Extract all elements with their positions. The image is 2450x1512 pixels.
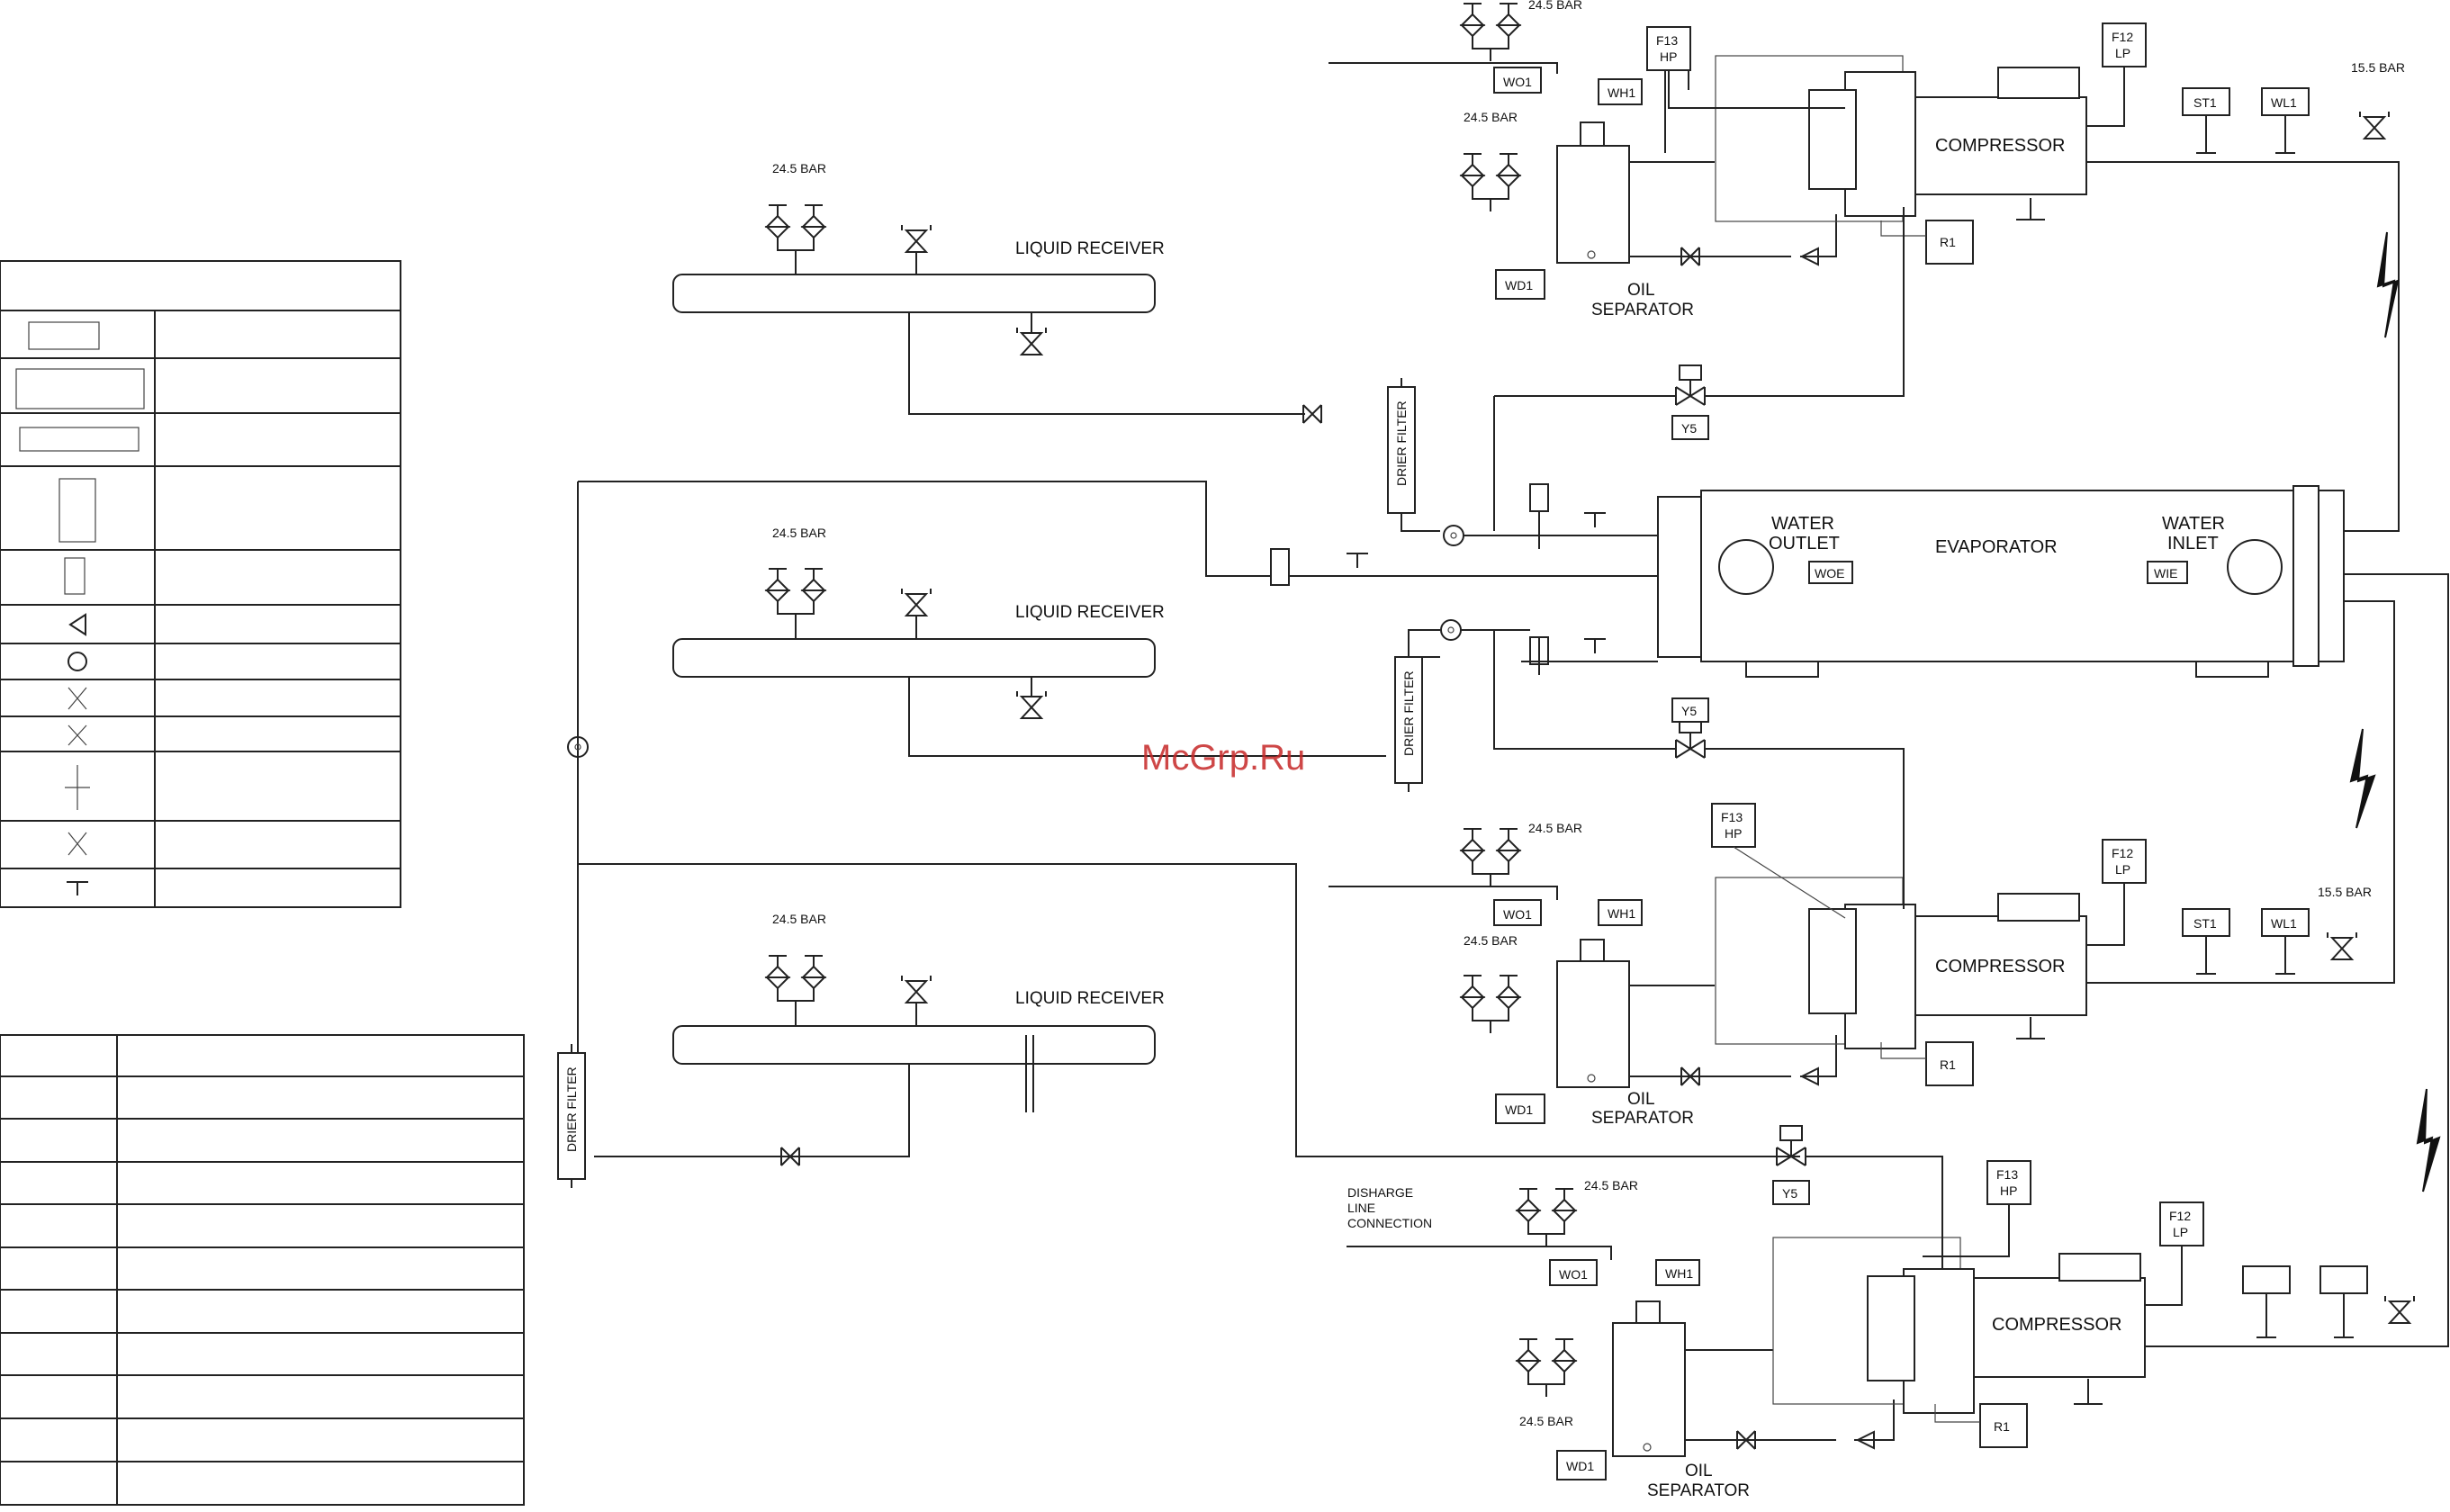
liquid-receiver-2: LIQUID RECEIVER 24.5 BAR bbox=[672, 526, 1386, 757]
separator-label: SEPARATOR bbox=[1591, 301, 1694, 320]
pressure-label: 24.5 BAR bbox=[1528, 821, 1582, 835]
pressure-label: 24.5 BAR bbox=[1519, 1414, 1573, 1428]
tag-r1: R1 bbox=[1940, 1058, 1956, 1072]
tag-f13: F13 bbox=[1721, 810, 1743, 824]
tag-wh1: WH1 bbox=[1608, 906, 1635, 921]
compressor-unit-3: DISHARGE LINE CONNECTION 24.5 BAR WO1 WH… bbox=[1347, 573, 2449, 1500]
tag-y5: Y5 bbox=[1681, 421, 1697, 436]
tag-f12: F12 bbox=[2112, 30, 2133, 44]
liquid-receiver-1: LIQUID RECEIVER 24.5 BAR bbox=[672, 161, 1305, 415]
compressor-label: COMPRESSOR bbox=[1935, 957, 2065, 976]
tag-f12: F12 bbox=[2112, 846, 2133, 860]
tag-hp: HP bbox=[2000, 1184, 2017, 1198]
evaporator: EVAPORATOR WATER OUTLET WATER INLET WOE … bbox=[1521, 483, 2345, 678]
tag-wl1: WL1 bbox=[2271, 916, 2297, 931]
pressure-label: 24.5 BAR bbox=[1464, 110, 1518, 124]
tag-wo1: WO1 bbox=[1559, 1267, 1588, 1282]
water-outlet-label-2: OUTLET bbox=[1769, 534, 1840, 554]
tag-f12: F12 bbox=[2169, 1209, 2191, 1223]
tag-hp: HP bbox=[1660, 50, 1677, 64]
tag-wie: WIE bbox=[2154, 566, 2177, 580]
compressor-label: COMPRESSOR bbox=[1935, 136, 2065, 156]
drier-filter-1: DRIER FILTER bbox=[1302, 378, 1530, 546]
liquid-receiver-label: LIQUID RECEIVER bbox=[1015, 603, 1165, 622]
tag-wo1: WO1 bbox=[1503, 75, 1532, 89]
compressor-label: COMPRESSOR bbox=[1992, 1315, 2121, 1335]
liquid-receiver-label: LIQUID RECEIVER bbox=[1015, 989, 1165, 1008]
oil-label: OIL bbox=[1627, 1090, 1655, 1109]
drier-filter-label: DRIER FILTER bbox=[1401, 670, 1416, 756]
oil-label: OIL bbox=[1685, 1462, 1713, 1480]
discharge-label-1: DISHARGE bbox=[1347, 1185, 1413, 1200]
tag-f13: F13 bbox=[1656, 33, 1678, 48]
compressor-unit-1: 24.5 BAR WO1 WH1 24.5 BAR WD1 OIL SEPARA… bbox=[1329, 0, 2405, 532]
water-inlet-label-1: WATER bbox=[2162, 514, 2225, 534]
tag-y5: Y5 bbox=[1681, 704, 1697, 718]
pressure-label: 24.5 BAR bbox=[772, 912, 826, 926]
tag-lp: LP bbox=[2115, 862, 2130, 877]
flow-arrows bbox=[2349, 231, 2441, 1192]
symbol-legend-table bbox=[0, 260, 401, 908]
drier-filter-2: DRIER FILTER bbox=[1394, 619, 1530, 792]
water-outlet-label-1: WATER bbox=[1771, 514, 1834, 534]
tag-wh1: WH1 bbox=[1608, 86, 1635, 100]
pressure-label: 15.5 BAR bbox=[2351, 60, 2405, 75]
pressure-label: 24.5 BAR bbox=[772, 161, 826, 176]
tag-wd1: WD1 bbox=[1505, 278, 1533, 292]
tag-r1: R1 bbox=[1940, 235, 1956, 249]
pressure-label: 24.5 BAR bbox=[1584, 1178, 1638, 1192]
tag-r1: R1 bbox=[1994, 1419, 2010, 1434]
pressure-label: 24.5 BAR bbox=[1528, 0, 1582, 12]
liquid-receiver-label: LIQUID RECEIVER bbox=[1015, 239, 1165, 258]
oil-label: OIL bbox=[1627, 281, 1655, 300]
pressure-label: 24.5 BAR bbox=[772, 526, 826, 540]
tag-st1: ST1 bbox=[2193, 95, 2217, 110]
water-inlet-label-2: INLET bbox=[2167, 534, 2219, 554]
liquid-receiver-3: LIQUID RECEIVER 24.5 BAR bbox=[594, 912, 1165, 1166]
tag-wo1: WO1 bbox=[1503, 907, 1532, 922]
tag-lp: LP bbox=[2115, 46, 2130, 60]
watermark: McGrp.Ru bbox=[1141, 738, 1305, 778]
discharge-label-2: LINE bbox=[1347, 1201, 1375, 1215]
tag-woe: WOE bbox=[1815, 566, 1844, 580]
tag-hp: HP bbox=[1725, 826, 1742, 841]
drier-filter-label: DRIER FILTER bbox=[1394, 400, 1409, 486]
compressor-unit-2: 24.5 BAR WO1 WH1 24.5 BAR WD1 OIL SEPARA… bbox=[1329, 600, 2395, 1128]
pressure-label: 24.5 BAR bbox=[1464, 933, 1518, 948]
drier-filter-3: DRIER FILTER bbox=[557, 1044, 586, 1188]
tag-lp: LP bbox=[2173, 1225, 2188, 1239]
tag-st1: ST1 bbox=[2193, 916, 2217, 931]
tag-y5: Y5 bbox=[1782, 1186, 1797, 1201]
tag-wh1: WH1 bbox=[1665, 1266, 1693, 1281]
tag-wl1: WL1 bbox=[2271, 95, 2297, 110]
discharge-label-3: CONNECTION bbox=[1347, 1216, 1432, 1230]
drier-filter-label: DRIER FILTER bbox=[564, 1066, 579, 1152]
tag-wd1: WD1 bbox=[1505, 1102, 1533, 1117]
evaporator-label: EVAPORATOR bbox=[1935, 537, 2058, 557]
separator-label: SEPARATOR bbox=[1647, 1481, 1750, 1500]
notes-table bbox=[0, 1034, 525, 1506]
separator-label: SEPARATOR bbox=[1591, 1109, 1694, 1128]
tag-f13: F13 bbox=[1996, 1167, 2018, 1182]
tag-wd1: WD1 bbox=[1566, 1459, 1594, 1473]
pressure-label: 15.5 BAR bbox=[2318, 885, 2372, 899]
